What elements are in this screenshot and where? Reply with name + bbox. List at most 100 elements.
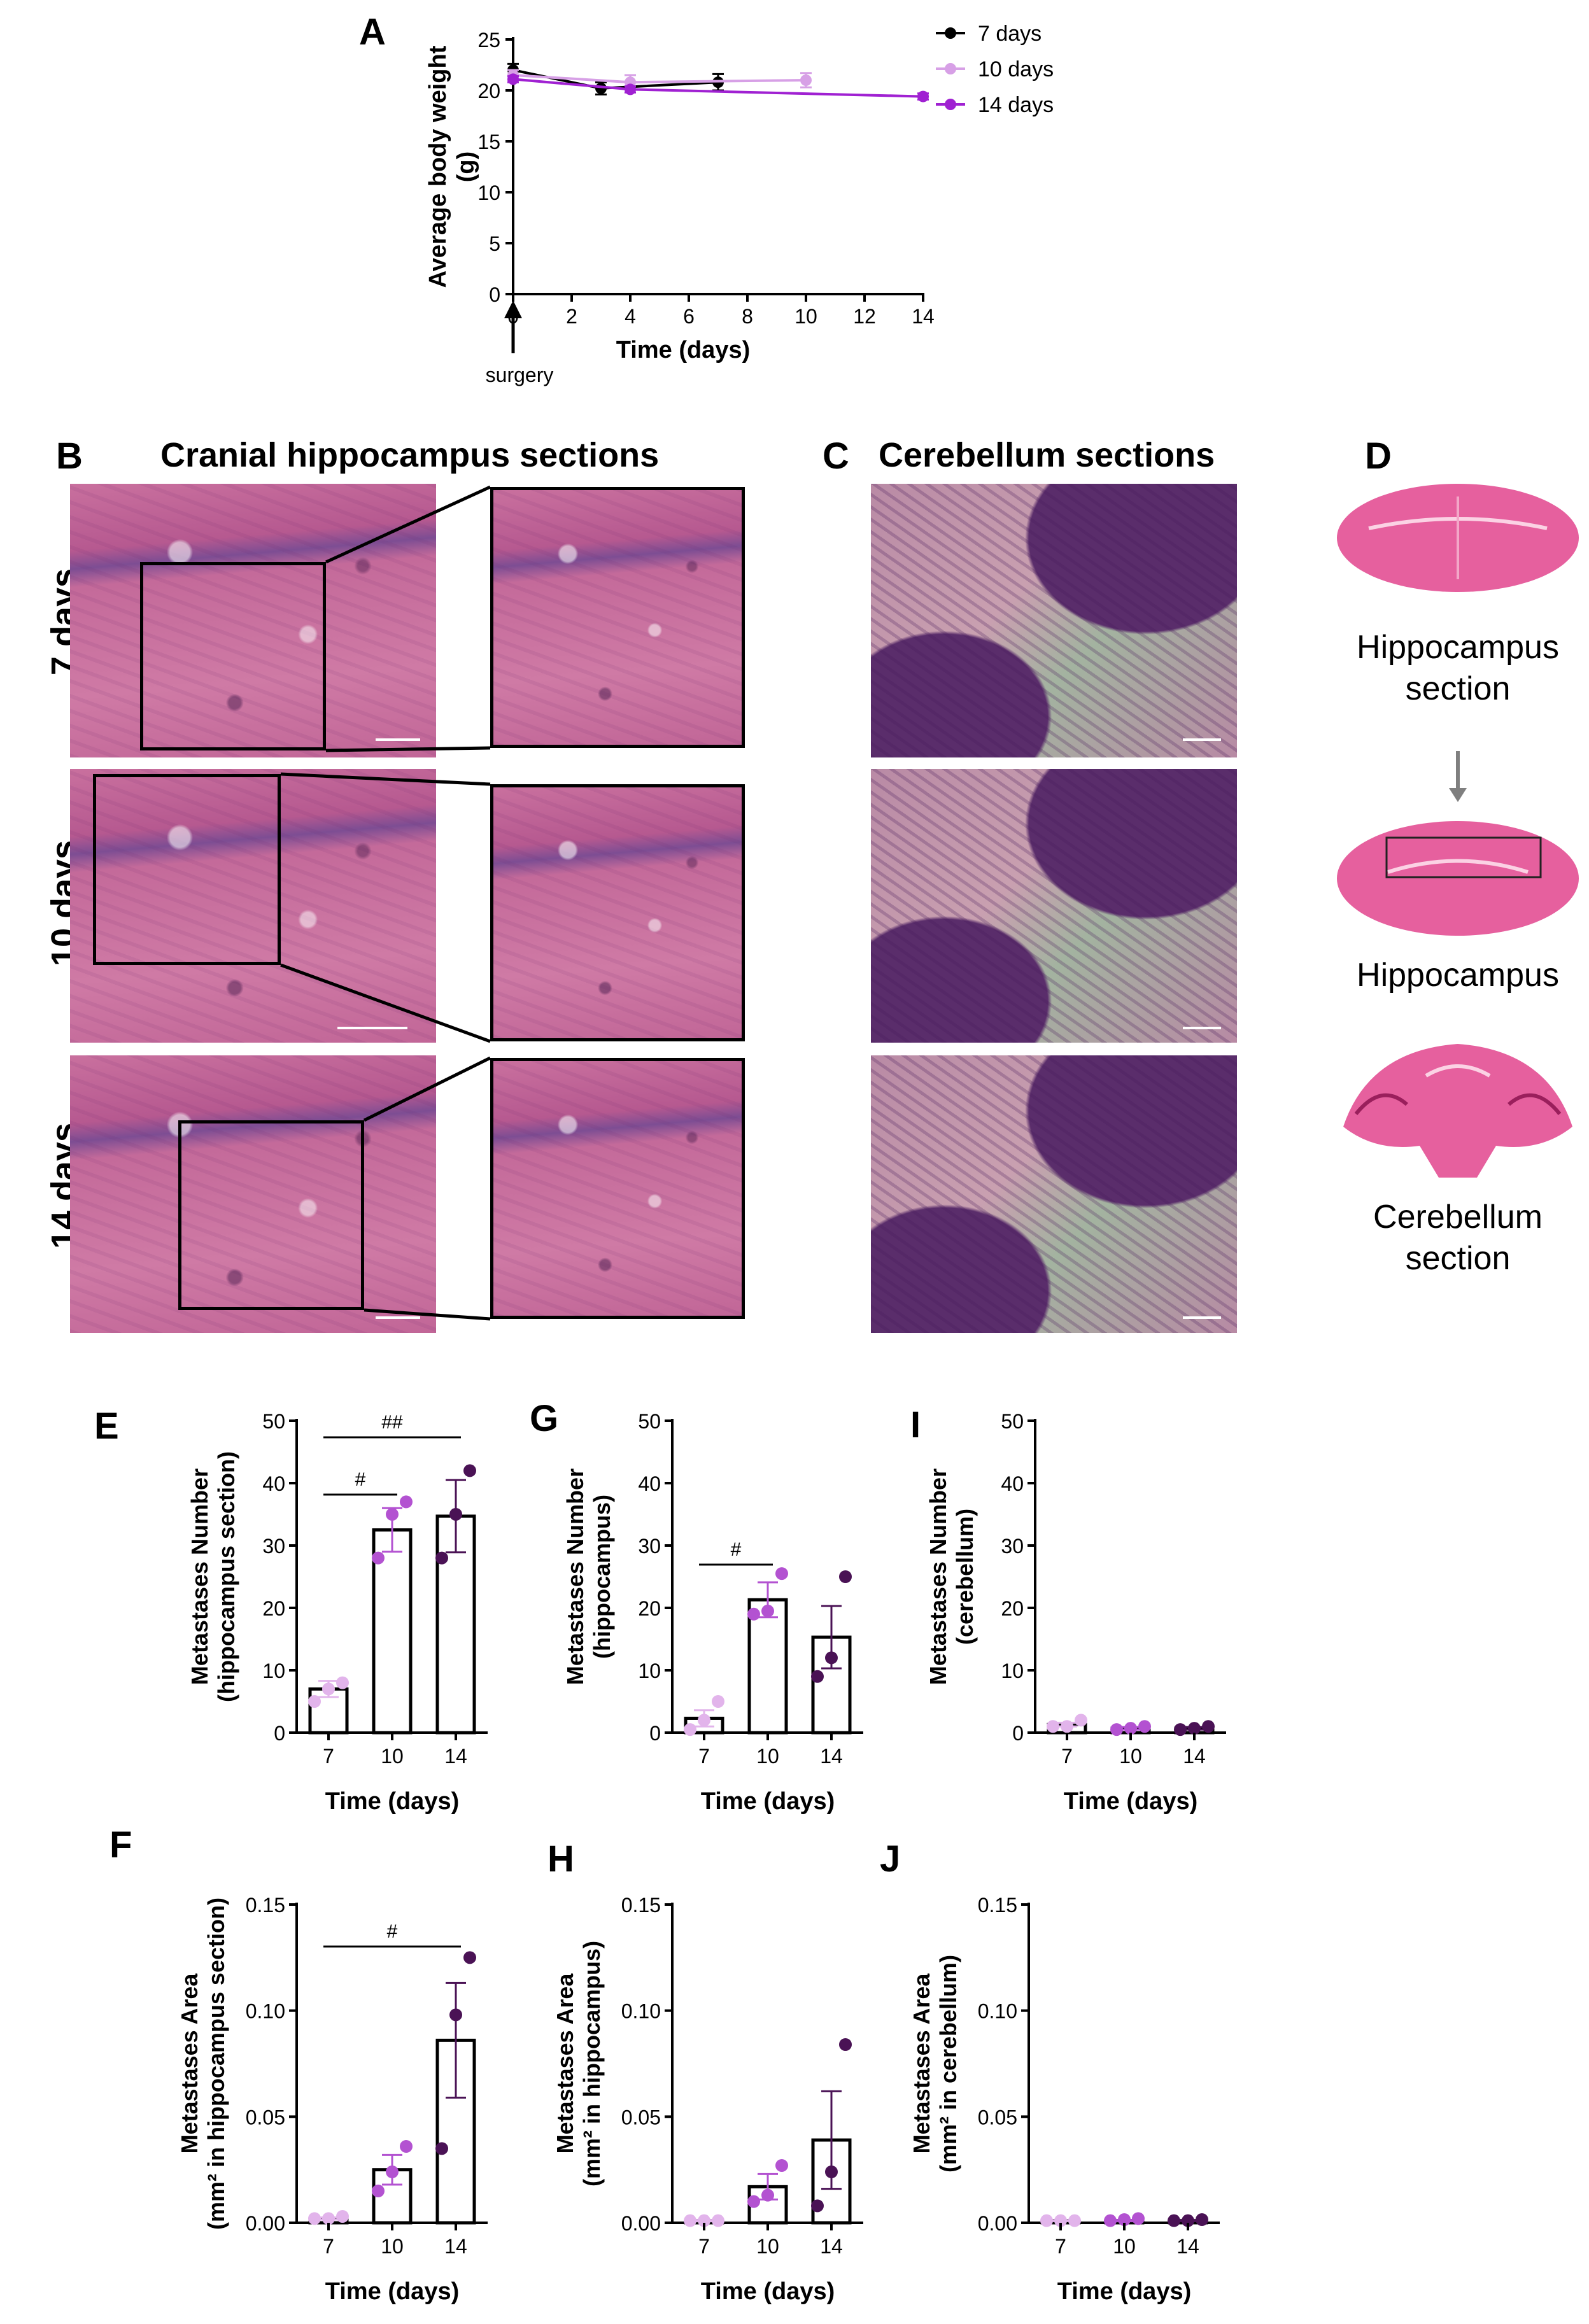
data-point bbox=[435, 2142, 448, 2155]
data-point bbox=[1047, 1720, 1059, 1733]
micrograph-hippocampus-14d-zoom bbox=[490, 1058, 745, 1319]
hippocampus-region-box bbox=[1385, 836, 1542, 878]
y-axis-label-line: Metastases Number bbox=[925, 1468, 951, 1685]
x-tick-label: 10 bbox=[1119, 1745, 1142, 1768]
data-point bbox=[400, 1495, 413, 1509]
y-tick-label: 0.15 bbox=[978, 1894, 1017, 1917]
data-point bbox=[1132, 2212, 1145, 2225]
data-point bbox=[1174, 1723, 1187, 1736]
y-tick-label: 0 bbox=[274, 1722, 285, 1745]
legend-label: 7 days bbox=[978, 22, 1042, 46]
data-point bbox=[684, 2214, 696, 2227]
y-tick-label: 0 bbox=[489, 283, 500, 306]
scale-bar bbox=[376, 1316, 420, 1319]
down-arrow-icon bbox=[1449, 751, 1467, 802]
body-weight-chart: 051015202502468101214Time (days)Average … bbox=[425, 22, 1054, 386]
data-point bbox=[322, 1682, 335, 1696]
y-axis-label-line: Average body weight bbox=[425, 45, 451, 288]
hippocampus-caption: Hippocampus bbox=[1357, 957, 1559, 994]
y-tick-label: 0.05 bbox=[978, 2106, 1017, 2129]
x-axis-label: Time (days) bbox=[616, 337, 750, 363]
panel-label-h: H bbox=[547, 1838, 574, 1880]
significance-label: # bbox=[387, 1921, 398, 1942]
data-point bbox=[1196, 2213, 1208, 2226]
data-point bbox=[1188, 1722, 1201, 1735]
y-tick-label: 10 bbox=[262, 1659, 285, 1682]
y-tick-label: 40 bbox=[262, 1472, 285, 1495]
y-axis-label-line: (hippocampus section) bbox=[213, 1451, 239, 1702]
data-point bbox=[811, 2199, 824, 2213]
micrograph-hippocampus-7d bbox=[70, 484, 436, 757]
x-tick-label: 14 bbox=[820, 2235, 843, 2258]
y-axis-label: Metastases Area(mm² in cerebellum) bbox=[908, 1955, 961, 2173]
x-tick-label: 7 bbox=[1061, 1745, 1073, 1768]
x-tick-label: 7 bbox=[698, 1745, 710, 1768]
y-axis-label-line: Metastases Number bbox=[562, 1468, 588, 1685]
data-point bbox=[1168, 2214, 1180, 2227]
y-axis-label-line: Metastases Area bbox=[908, 1973, 935, 2154]
legend-label: 14 days bbox=[978, 93, 1054, 117]
brain-coronal-section-1 bbox=[1337, 484, 1579, 592]
y-tick-label: 25 bbox=[477, 29, 500, 52]
y-tick-label: 0.00 bbox=[978, 2212, 1017, 2235]
data-point bbox=[435, 1551, 448, 1565]
data-point bbox=[372, 1551, 385, 1565]
brain-schematics bbox=[1337, 484, 1579, 1178]
zoom-connectors bbox=[280, 485, 491, 1321]
y-axis-label: Metastases Number(hippocampus section) bbox=[187, 1451, 239, 1702]
y-tick-label: 50 bbox=[1001, 1410, 1024, 1433]
y-tick-label: 10 bbox=[1001, 1659, 1024, 1682]
data-point bbox=[1040, 2214, 1053, 2227]
x-tick-label: 7 bbox=[323, 2235, 334, 2258]
data-point bbox=[761, 2188, 774, 2202]
data-point bbox=[463, 1951, 476, 1964]
micrograph-cerebellum-10d bbox=[871, 769, 1237, 1043]
y-tick-label: 5 bbox=[489, 232, 500, 255]
micrograph-hippocampus-7d-zoom bbox=[490, 487, 745, 748]
y-tick-label: 20 bbox=[477, 80, 500, 102]
y-tick-label: 15 bbox=[477, 130, 500, 153]
y-tick-label: 0.05 bbox=[246, 2106, 285, 2129]
micrograph-hippocampus-10d-zoom bbox=[490, 784, 745, 1041]
scale-bar bbox=[1183, 738, 1221, 741]
data-point bbox=[1202, 1720, 1215, 1733]
x-tick-label: 10 bbox=[381, 2235, 404, 2258]
panel-label-a: A bbox=[359, 11, 386, 53]
zoom-region-box bbox=[178, 1120, 364, 1310]
micrograph-cerebellum-7d bbox=[871, 484, 1237, 757]
x-tick-label: 14 bbox=[1176, 2235, 1199, 2258]
x-tick-label: 7 bbox=[698, 2235, 710, 2258]
y-axis-label: Metastases Area(mm² in hippocampus) bbox=[552, 1941, 605, 2187]
data-point bbox=[712, 2214, 724, 2227]
y-tick-label: 0.05 bbox=[621, 2106, 661, 2129]
data-point bbox=[1182, 2214, 1194, 2227]
brain-coronal-section-2 bbox=[1337, 821, 1579, 936]
data-point bbox=[1054, 2214, 1067, 2227]
data-point bbox=[800, 74, 812, 86]
data-point bbox=[372, 2185, 385, 2197]
x-tick-label: 10 bbox=[1113, 2235, 1136, 2258]
data-point bbox=[1061, 1720, 1073, 1733]
y-axis-label: Metastases Area(mm² in hippocampus secti… bbox=[176, 1898, 229, 2230]
data-point bbox=[698, 2214, 710, 2227]
data-point bbox=[825, 2166, 838, 2178]
scale-bar bbox=[337, 1027, 407, 1029]
significance-label: ## bbox=[381, 1412, 403, 1433]
data-point bbox=[775, 1567, 788, 1581]
y-axis-label-line: (g) bbox=[453, 151, 479, 183]
zoom-region-box bbox=[140, 562, 326, 750]
y-tick-label: 10 bbox=[638, 1659, 661, 1682]
data-point bbox=[449, 1508, 462, 1521]
x-tick-label: 7 bbox=[323, 1745, 334, 1768]
bar bbox=[747, 1598, 788, 1735]
brain-cerebellum-section bbox=[1343, 1044, 1572, 1178]
x-tick-label: 4 bbox=[625, 305, 636, 328]
data-point bbox=[308, 2212, 321, 2225]
y-tick-label: 0.15 bbox=[621, 1894, 661, 1917]
x-axis-label: Time (days) bbox=[325, 2278, 459, 2305]
data-point bbox=[825, 1651, 838, 1665]
y-tick-label: 10 bbox=[477, 181, 500, 204]
